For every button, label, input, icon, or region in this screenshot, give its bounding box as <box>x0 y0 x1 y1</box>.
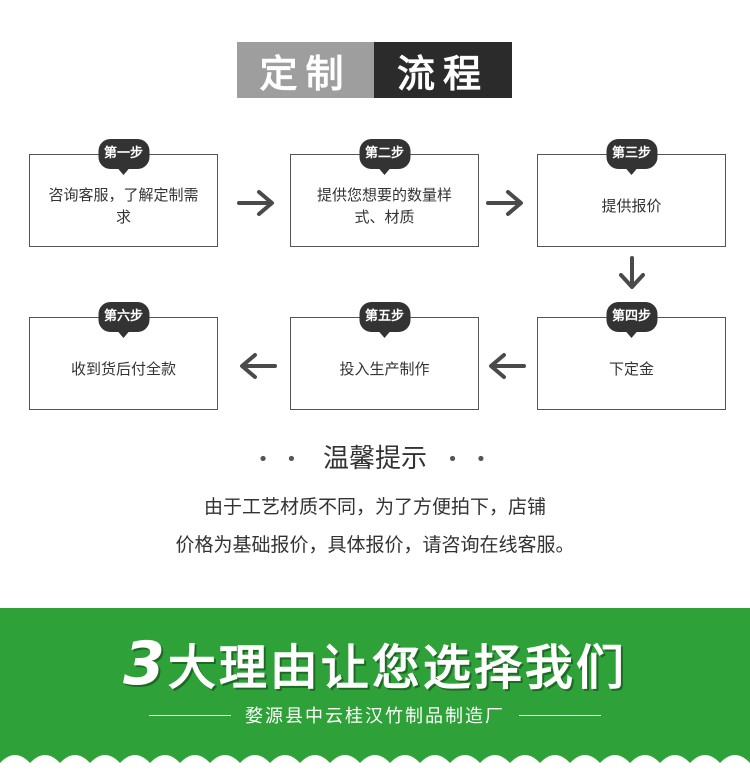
banner-subtitle: 婺源县中云桂汉竹制品制造厂 <box>0 702 750 728</box>
step-4-badge: 第四步 <box>605 302 658 332</box>
step-5-text: 投入生产制作 <box>339 359 430 378</box>
tip-line-2: 价格为基础报价，具体报价，请咨询在线客服。 <box>175 534 575 556</box>
arrow-left-icon <box>486 351 526 381</box>
reasons-banner: 3大理由让您选择我们 婺源县中云桂汉竹制品制造厂 <box>0 608 750 771</box>
banner-title-text: 大理由让您选择我们 <box>167 640 627 696</box>
divider-left <box>149 714 231 716</box>
banner-title: 3大理由让您选择我们 <box>0 628 750 699</box>
banner-subtitle-text: 婺源县中云桂汉竹制品制造厂 <box>245 706 505 727</box>
step-2-badge: 第二步 <box>358 139 411 169</box>
step-5-box: 第五步 投入生产制作 <box>290 302 479 410</box>
step-6-text: 收到货后付全款 <box>70 359 176 378</box>
step-1-badge: 第一步 <box>97 139 150 169</box>
tip-line-1: 由于工艺材质不同，为了方便拍下，店铺 <box>203 496 546 518</box>
step-1-text: 咨询客服，了解定制需求 <box>48 185 199 226</box>
arrow-down-icon <box>617 256 647 292</box>
step-3-badge: 第三步 <box>605 139 658 169</box>
step-3-text: 提供报价 <box>601 196 662 215</box>
tip-dots-right: • • <box>447 449 493 470</box>
tip-heading: • • 温馨提示 • • <box>0 438 750 475</box>
page-title: 定制 流程 <box>237 42 512 98</box>
step-3-box: 第三步 提供报价 <box>537 139 726 247</box>
tip-dots-left: • • <box>257 449 303 470</box>
arrow-right-icon <box>237 188 277 218</box>
divider-right <box>519 714 601 716</box>
step-2-box: 第二步 提供您想要的数量样式、材质 <box>290 139 479 247</box>
step-5-badge: 第五步 <box>358 302 411 332</box>
step-2-text: 提供您想要的数量样式、材质 <box>316 185 452 226</box>
arrow-left-icon <box>237 351 277 381</box>
step-4-box: 第四步 下定金 <box>537 302 726 410</box>
step-1-box: 第一步 咨询客服，了解定制需求 <box>29 139 218 247</box>
wave-edge <box>0 755 750 771</box>
tip-title: 温馨提示 <box>322 444 427 474</box>
title-right: 流程 <box>374 42 512 98</box>
step-6-badge: 第六步 <box>97 302 150 332</box>
step-4-text: 下定金 <box>608 359 654 378</box>
arrow-right-icon <box>486 188 526 218</box>
banner-number: 3 <box>123 629 168 699</box>
title-left: 定制 <box>237 42 374 98</box>
step-6-box: 第六步 收到货后付全款 <box>29 302 218 410</box>
